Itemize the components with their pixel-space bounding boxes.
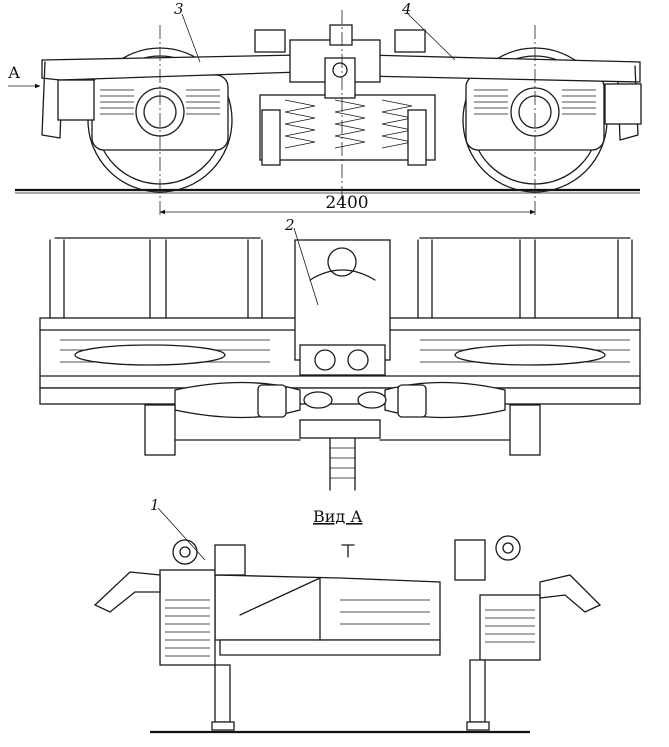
plan-view: 2 [39,216,641,491]
callout-4: 4 [401,0,412,18]
callout-2: 2 [284,216,295,234]
callout-3: 3 [174,0,184,18]
view-arrow-label: А [8,63,20,82]
side-elevation-view: 2400 А 3 4 [8,0,642,215]
view-a-body [214,574,441,641]
central-suspension [259,57,436,166]
dimension-label: 2400 [325,193,368,213]
right-spring-column [479,594,541,661]
callout-1: 1 [150,496,160,514]
left-wheel [87,47,233,193]
central-bolster [294,239,391,361]
bogie-frame [41,24,642,141]
view-a: Вид А 1 [93,496,602,734]
left-spring-column [159,569,216,666]
view-a-title: Вид А [313,507,362,526]
